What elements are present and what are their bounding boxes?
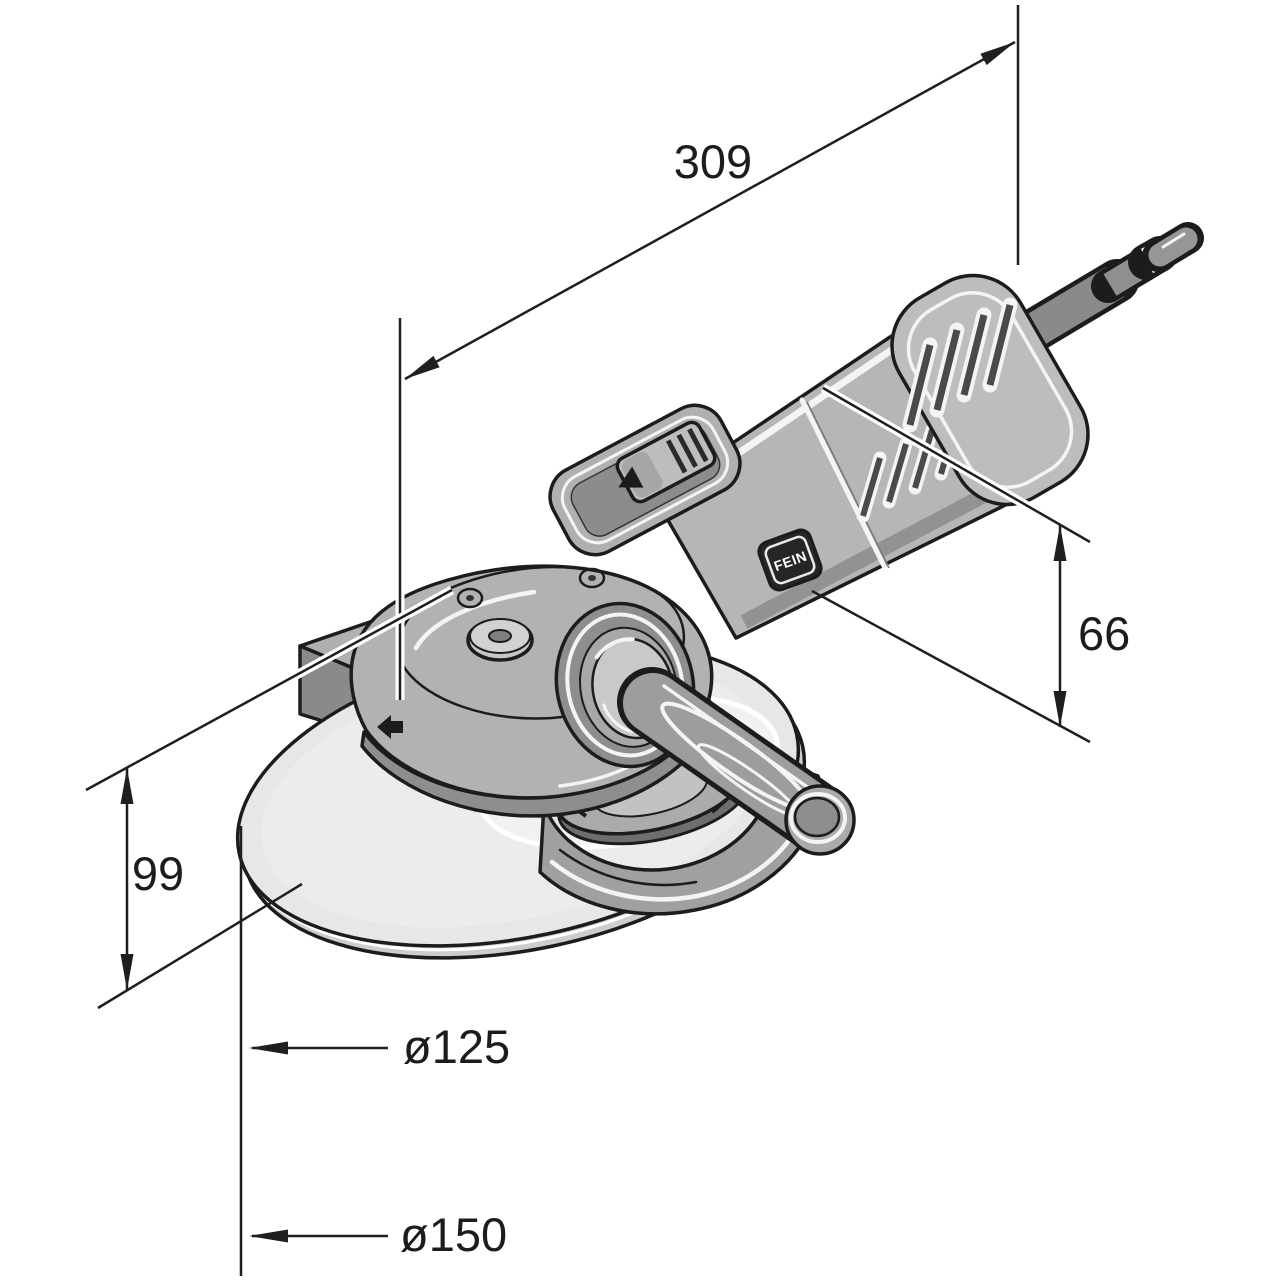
arrowhead [1053,691,1067,727]
arrowhead [120,954,134,990]
dimension-label-head-height: 99 [132,847,184,900]
grinder-illustration: FEIN [235,222,1204,960]
arrowhead [249,1041,288,1055]
arrowhead [249,1229,288,1243]
arrowhead [1053,525,1067,561]
rotation-direction-arrow-icon [377,715,403,739]
power-cable [1006,222,1204,356]
dimension-line [404,40,1016,381]
dimension-length-309: 309 [395,5,1020,700]
rear-end-cap [890,273,1090,507]
vent-slots-cap [902,297,1018,433]
slide-switch [548,403,742,557]
dimension-height-66: 66 [811,384,1130,744]
extension-line-bottom [811,589,1091,744]
dimension-label-body-height: 66 [1078,607,1130,660]
dimension-disc-diameter: ø125 [249,1020,510,1073]
dimension-label-guard-diameter: ø150 [400,1208,507,1261]
switch-direction-triangle-icon [618,466,644,488]
dimension-guard-diameter: ø150 [249,1208,507,1261]
dimension-label-length: 309 [674,135,752,188]
extension-line-bottom [97,882,303,1010]
dimension-annotations: 309 66 99 ø125 [83,5,1130,1276]
dimension-label-disc-diameter: ø125 [403,1020,510,1073]
dimension-height-99: 99 [83,586,455,1010]
arrowhead [980,42,1015,66]
housing-seam [799,397,887,569]
fein-logo-badge: FEIN [757,528,823,592]
side-handle [617,667,856,856]
handle-end-cap [784,784,856,856]
arrowhead [405,355,440,379]
spindle-lock-button [466,618,534,662]
arrowhead [120,768,134,804]
cover-screw-2 [578,567,606,589]
cover-screw [456,587,484,609]
